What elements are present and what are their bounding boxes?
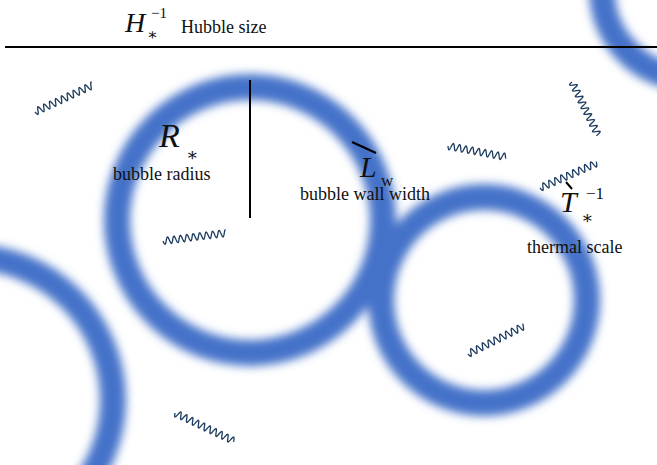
photon-wave — [175, 412, 234, 442]
photon-wave — [35, 82, 92, 114]
subscript: ∗ — [186, 146, 198, 164]
superscript: −1 — [151, 6, 167, 21]
photon-wave — [570, 82, 601, 136]
photon-wave — [468, 324, 524, 357]
photon-wave — [163, 230, 226, 245]
symbol-letter: R — [159, 119, 180, 153]
subscript: ∗ — [147, 27, 158, 43]
bubble-ring — [602, 0, 657, 78]
scale-label: thermal scale — [527, 238, 622, 256]
bubble-ring — [381, 197, 587, 403]
scale-label: Hubble size — [181, 18, 266, 36]
symbol-letter: H — [125, 9, 145, 37]
scale-label: bubble wall width — [300, 185, 430, 203]
radius-line — [249, 80, 251, 218]
hubble-line — [5, 46, 657, 48]
symbol-letter: L — [360, 152, 377, 182]
superscript: −1 — [586, 185, 604, 202]
bubble-ring — [0, 257, 113, 465]
symbol-letter: T — [560, 187, 577, 217]
photon-wave — [448, 143, 506, 159]
scale-label: bubble radius — [113, 165, 210, 183]
subscript: ∗ — [581, 209, 593, 227]
